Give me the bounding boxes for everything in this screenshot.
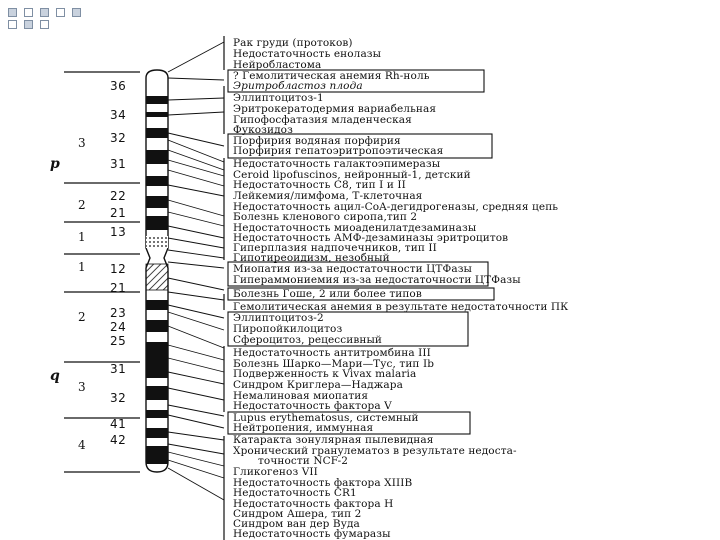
disease-entry: Недостаточность миоаденилатдезаминазы [233, 222, 477, 234]
arm-label-p: p [50, 156, 60, 172]
disease-entry: Недостаточность ацил-CoA-дегидрогеназы, … [233, 201, 559, 213]
disease-entry: Гемолитическая анемия в результате недос… [233, 301, 569, 313]
disease-entry: Недостаточность CR1 [233, 487, 357, 499]
disease-entry: точности NCF-2 [258, 455, 349, 467]
disease-entry: Болезнь кленового сиропа,тип 2 [233, 211, 418, 223]
bullet-square-8 [40, 20, 49, 29]
leader-lines [167, 41, 225, 501]
disease-entry: Порфирия водяная порфирия [233, 135, 401, 147]
band-label: 32 [110, 131, 127, 145]
disease-entry: Хронический гранулематоз в результате не… [233, 445, 517, 457]
region-brackets [64, 71, 140, 473]
disease-entry: Недостаточность галактоэпимеразы [233, 158, 441, 170]
disease-entry: Эллиптоцитоз-1 [233, 92, 324, 104]
bullet-square-4 [56, 8, 65, 17]
bullet-square-7 [24, 20, 33, 29]
band-label: 36 [110, 79, 127, 93]
band-label: 25 [110, 334, 127, 348]
disease-entry: Пиропойкилоцитоз [233, 323, 343, 335]
band-label: 24 [110, 320, 127, 334]
disease-entry: Lupus erythematosus, системный [233, 412, 419, 424]
dark-bands [146, 96, 168, 464]
disease-entry: Немалиновая миопатия [233, 390, 369, 402]
disease-entry: Нейтропения, иммунная [233, 422, 374, 434]
disease-entry: Недостаточность енолазы [233, 48, 382, 60]
disease-entry: Подверженность к Vivax malaria [233, 368, 417, 380]
band-label: 41 [110, 417, 127, 431]
disease-entry: Гликогеноз VII [233, 466, 318, 478]
disease-entry: Гиперплазия надпочечников, тип II [233, 242, 437, 254]
disease-entry: Недостаточность АМФ-дезаминазы эритроцит… [233, 232, 509, 244]
bullet-square-2 [24, 8, 33, 17]
band-label: 31 [110, 157, 127, 171]
heterochromatin-hatched [145, 263, 169, 291]
band-label: 31 [110, 362, 127, 376]
region-label-q3: 3 [78, 380, 86, 394]
chromosome-body [145, 69, 169, 473]
region-label-p1: 1 [78, 230, 86, 244]
bullet-square-1 [8, 8, 17, 17]
disease-entry: Эллиптоцитоз-2 [233, 312, 324, 324]
disease-entry: Недостаточность фактора V [233, 400, 392, 412]
disease-entry: Болезнь Гоше, 2 или более типов [233, 288, 422, 300]
bullet-square-5 [72, 8, 81, 17]
region-label-p3: 3 [78, 136, 86, 150]
disease-entry: Гипераммониемия из-за недостаточности ЦТ… [233, 274, 521, 286]
disease-entry: Синдром Ашера, тип 2 [233, 508, 362, 520]
region-label-q4: 4 [78, 438, 86, 452]
disease-entry: Недостаточность антитромбина III [233, 347, 431, 359]
disease-entry: Миопатия из-за недостаточности ЦТФазы [233, 263, 472, 275]
band-label: 32 [110, 391, 127, 405]
disease-entry: Лейкемия/лимфома, Т-клеточная [233, 190, 423, 202]
disease-entry: Недостаточность фактора XIIIB [233, 477, 413, 489]
boxed-groups [227, 69, 495, 435]
arm-label-q: q [50, 368, 60, 384]
band-label: 23 [110, 306, 127, 320]
region-label-q2: 2 [78, 310, 86, 324]
disease-entry: Гипофосфатазия младенческая [233, 114, 412, 126]
band-label: 42 [110, 433, 127, 447]
band-label: 34 [110, 108, 127, 122]
region-label-p2: 2 [78, 198, 86, 212]
disease-entry: Гипотиреоидизм, незобный [233, 252, 390, 264]
band-label: 12 [110, 262, 127, 276]
disease-entry: Синдром ван дер Вуда [233, 518, 360, 530]
disease-entry: Фукозидоз [233, 124, 293, 136]
disease-entry: Эритрокератодермия вариабельная [233, 103, 437, 115]
disease-entry: Рак груди (протоков) [233, 37, 353, 49]
band-label: 22 [110, 189, 127, 203]
disease-entry: ? Гемолитическая анемия Rh-ноль [233, 70, 430, 82]
disease-entry: Порфирия гепатоэритропоэтическая [233, 145, 444, 157]
bullet-square-6 [8, 20, 17, 29]
disease-entry: Синдром Криглера—Наджара [233, 379, 403, 391]
centromere-dotted [146, 236, 168, 248]
region-label-q1: 1 [78, 260, 86, 274]
band-label: 13 [110, 225, 127, 239]
disease-entry: Катаракта зонулярная пылевидная [233, 434, 434, 446]
disease-entry: Недостаточность фактора H [233, 498, 394, 510]
bullet-square-3 [40, 8, 49, 17]
disease-entry: Сфероцитоз, рецессивный [233, 334, 383, 346]
band-label: 21 [110, 206, 127, 220]
disease-entry: Недостаточность фумаразы [233, 528, 391, 540]
disease-entry: Недостаточность C8, тип I и II [233, 179, 406, 191]
band-label: 21 [110, 281, 127, 295]
disease-entry: Ceroid lipofuscinos, нейронный-1, детски… [233, 169, 471, 181]
disease-entry: Болезнь Шарко—Мари—Тус, тип Ib [233, 358, 435, 370]
disease-entry: Нейробластома [233, 59, 322, 71]
disease-entry: Эритробластоз плода [233, 80, 363, 92]
